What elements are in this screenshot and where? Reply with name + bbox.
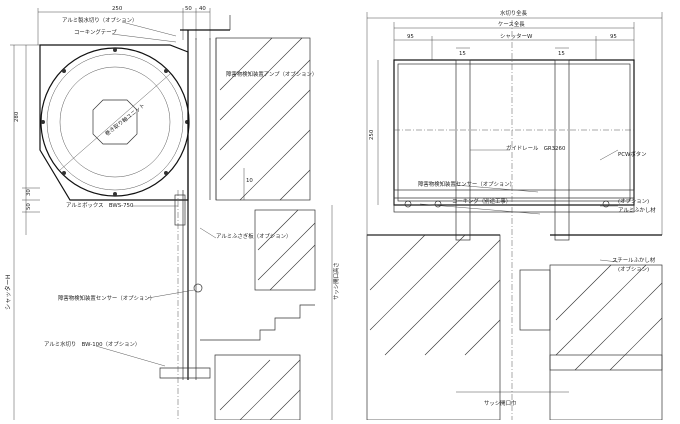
gap-15-a: 15 xyxy=(459,51,466,57)
left-dim-280: 280 xyxy=(14,111,20,122)
sash-opening-w-label: サッシ開口巾 xyxy=(484,399,516,407)
right-top-dimensions: 水切り全長 ケース全長 シャッターW 95 95 15 15 xyxy=(366,9,663,235)
slab-hatch-right xyxy=(555,264,663,371)
shutter-w-label: シャッターW xyxy=(500,32,533,40)
left-section-view: 250 50 40 280 50 30 シャッターH 巻き取り軸ユニット xyxy=(4,6,340,421)
leader-caulking-r xyxy=(419,203,541,215)
right-dim-250: 250 xyxy=(369,129,375,140)
label-amp: 障害物検知装置アンプ（オプション） xyxy=(226,70,317,78)
leader-cover xyxy=(199,227,217,239)
axle-label: 巻き取り軸ユニット xyxy=(103,101,146,137)
axle-octagon xyxy=(92,99,138,145)
rail-screw-l xyxy=(404,200,412,208)
guide-rail-right-r xyxy=(554,59,570,241)
label-box: アルミボックス BWS-750 xyxy=(66,201,134,209)
axle-diagonal xyxy=(59,73,171,171)
leader-caulking xyxy=(111,33,177,43)
left-dim-40: 40 xyxy=(199,6,206,12)
bottom-drip xyxy=(159,367,211,379)
rail-screw-m xyxy=(434,200,442,208)
left-dim-50b: 50 xyxy=(26,203,32,210)
leader-drip xyxy=(121,21,177,37)
gap-15-b: 15 xyxy=(558,51,565,57)
slab-hatch-left xyxy=(369,234,501,356)
sash-frame xyxy=(519,269,551,331)
slab-right xyxy=(549,264,663,421)
rail-screw-r xyxy=(602,200,610,208)
left-dim-250: 250 xyxy=(112,6,123,12)
label-bottom-drip: アルミ水切り BW-100（オプション） xyxy=(44,340,140,348)
floor-band xyxy=(549,354,663,371)
case-inner xyxy=(397,63,631,202)
leader-sensor xyxy=(147,289,195,299)
label-opt2: (オプション) xyxy=(618,266,649,273)
label-button: PCWボタン xyxy=(618,150,647,158)
wall-hatch-top xyxy=(215,37,311,201)
leader-sensor-r xyxy=(454,184,539,193)
leader-steel xyxy=(599,259,619,263)
label-sensor: 障害物検知装置センサー（オプション） xyxy=(58,294,155,302)
sensor-symbol xyxy=(193,283,203,293)
label-opt1: (オプション) xyxy=(618,198,649,205)
label-caulking: コーキングテープ xyxy=(74,28,117,36)
left-side-dimension: 280 50 30 シャッターH xyxy=(4,44,40,420)
right-margin-95: 95 xyxy=(610,34,617,40)
left-dim-30: 30 xyxy=(26,189,32,196)
label-alumi-fukashi: アルミふかし材 xyxy=(618,206,656,214)
label-steel: スチールふかし材 xyxy=(612,256,656,264)
roll-drum-core xyxy=(59,66,171,178)
wall-frame xyxy=(180,15,231,380)
left-top-dimension: 250 50 40 xyxy=(37,6,211,45)
leader-bottom-drip xyxy=(95,345,166,367)
case-outline xyxy=(393,59,635,206)
guide-rail-left-r xyxy=(455,59,471,241)
label-drip: アルミ製水切り（オプション） xyxy=(62,16,137,24)
slab-left xyxy=(366,234,501,421)
label-sensor-r: 障害物検知装置センサー（オプション） xyxy=(418,180,515,188)
sill-steps xyxy=(200,304,315,341)
right-plan-view: 水切り全長 ケース全長 シャッターW 95 95 15 15 250 xyxy=(366,9,663,421)
left-dim-50: 50 xyxy=(185,6,192,12)
roll-drum-inner xyxy=(46,53,184,191)
label-caulking-r: コーキング（別途工事） xyxy=(452,197,511,205)
label-guide-rail: ガイドレール GR3260 xyxy=(506,144,566,152)
drip-total-label: 水切り全長 xyxy=(500,9,528,17)
left-dim-10: 10 xyxy=(246,178,253,184)
case-total-label: ケース全長 xyxy=(498,20,525,28)
shutter-height-label: シャッターH xyxy=(4,274,12,310)
leader-button xyxy=(599,149,619,161)
box-bracket xyxy=(174,194,186,226)
left-margin-95: 95 xyxy=(407,34,414,40)
label-cover: アルミふさぎ板（オプション） xyxy=(216,232,291,240)
sash-opening-h-label: サッシ開口高さ xyxy=(332,262,340,300)
